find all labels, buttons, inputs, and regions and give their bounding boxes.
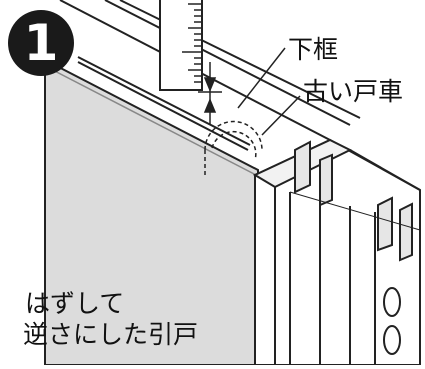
frame-holes bbox=[383, 287, 401, 355]
label-old-roller: 古い戸車 bbox=[303, 77, 404, 106]
ruler bbox=[159, 0, 203, 91]
caption-line-2: 逆さにした引戸 bbox=[23, 320, 199, 349]
old-roller bbox=[204, 120, 263, 175]
leader-lines bbox=[237, 47, 301, 136]
label-lower-frame: 下框 bbox=[288, 35, 339, 64]
measure-arrow bbox=[198, 62, 222, 125]
step-number-badge: 1 bbox=[8, 10, 74, 76]
caption-line-1: はずして bbox=[25, 289, 125, 318]
frame-profile bbox=[252, 138, 421, 366]
